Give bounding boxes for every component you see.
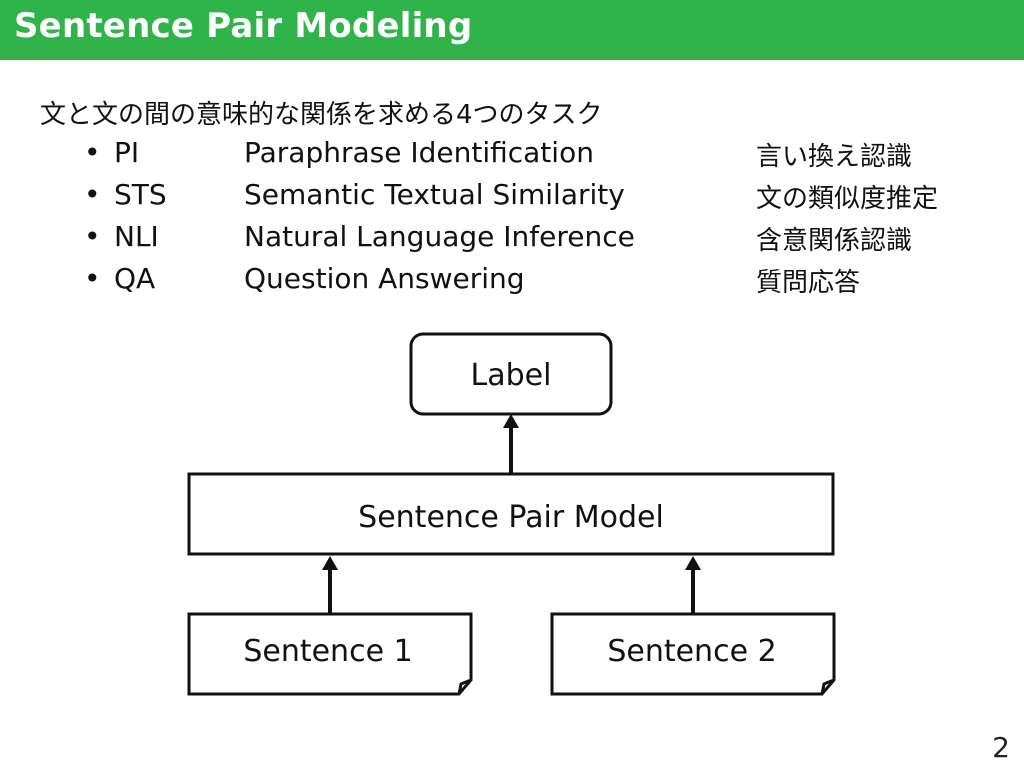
task-row-pi: • PI Paraphrase Identification 言い換え認識 xyxy=(0,136,1024,176)
sentence2-box: Sentence 2 xyxy=(550,612,836,696)
arrowhead-sentence2-to-model xyxy=(685,556,701,570)
task-full-name: Semantic Textual Similarity xyxy=(244,178,625,211)
bullet: • xyxy=(84,178,101,211)
task-full-name: Natural Language Inference xyxy=(244,220,635,253)
label-box-text: Label xyxy=(471,358,552,393)
intro-text: 文と文の間の意味的な関係を求める4つのタスク xyxy=(40,100,603,130)
model-box-text: Sentence Pair Model xyxy=(358,500,664,535)
task-japanese-name: 言い換え認識 xyxy=(756,142,913,172)
task-row-qa: • QA Question Answering 質問応答 xyxy=(0,262,1024,302)
label-box: Label xyxy=(409,332,613,416)
page-title: Sentence Pair Modeling xyxy=(14,6,473,46)
task-japanese-name: 質問応答 xyxy=(756,268,861,298)
task-full-name: Paraphrase Identification xyxy=(244,136,594,169)
task-full-name: Question Answering xyxy=(244,262,525,295)
model-box: Sentence Pair Model xyxy=(187,472,835,556)
task-abbr: NLI xyxy=(114,220,159,253)
sentence1-box: Sentence 1 xyxy=(187,612,473,696)
sentence2-text: Sentence 2 xyxy=(607,634,776,669)
task-japanese-name: 文の類似度推定 xyxy=(756,184,939,214)
task-abbr: PI xyxy=(114,136,140,169)
task-row-nli: • NLI Natural Language Inference 含意関係認識 xyxy=(0,220,1024,260)
task-abbr: QA xyxy=(114,262,156,295)
task-abbr: STS xyxy=(114,178,167,211)
sentence1-text: Sentence 1 xyxy=(243,634,412,669)
arrowhead-sentence1-to-model xyxy=(322,556,338,570)
bullet: • xyxy=(84,136,101,169)
page-number: 2 xyxy=(992,731,1010,764)
arrowhead-model-to-label xyxy=(503,414,519,428)
bullet: • xyxy=(84,220,101,253)
header-bar: Sentence Pair Modeling xyxy=(0,0,1024,60)
task-japanese-name: 含意関係認識 xyxy=(756,226,913,256)
bullet: • xyxy=(84,262,101,295)
task-row-sts: • STS Semantic Textual Similarity 文の類似度推… xyxy=(0,178,1024,218)
